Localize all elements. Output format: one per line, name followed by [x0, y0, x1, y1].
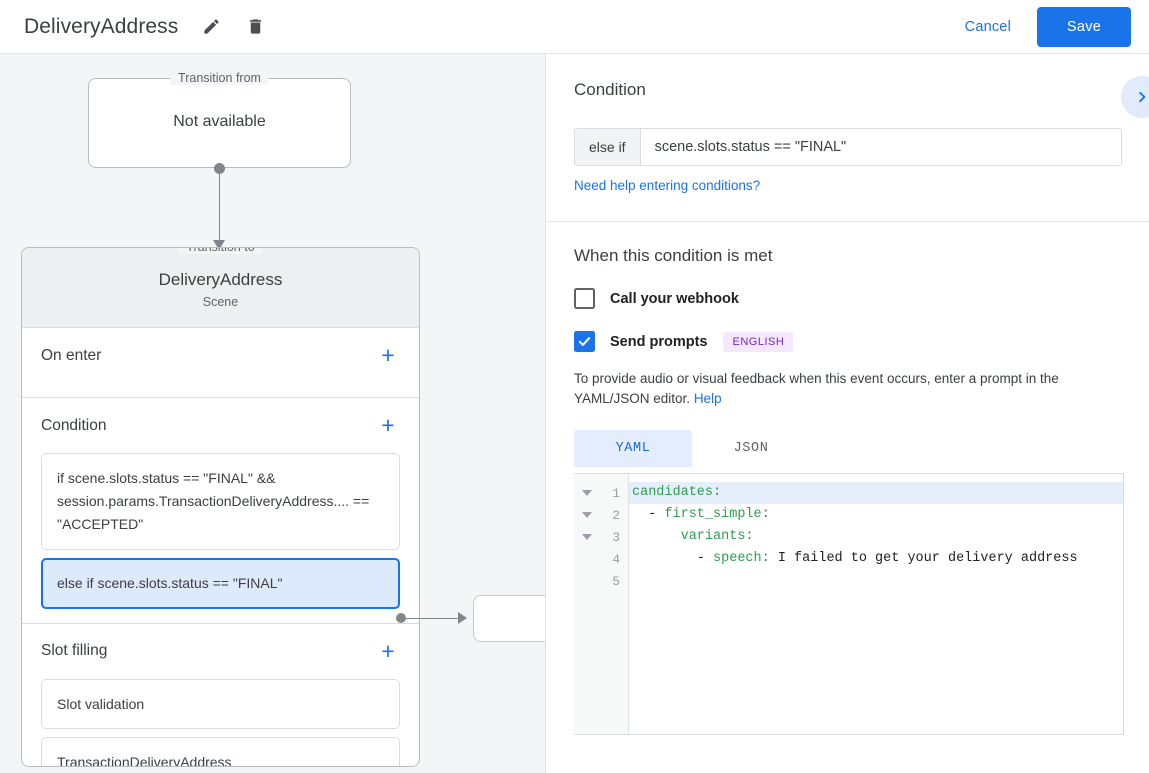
section-condition: Condition + if scene.slots.status == "FI… — [22, 398, 419, 624]
webhook-label: Call your webhook — [610, 290, 739, 307]
section-header: Slot filling + — [41, 624, 400, 679]
prompts-description-text: To provide audio or visual feedback when… — [574, 371, 1059, 406]
section-title-condition: Condition — [41, 416, 107, 434]
send-prompts-checkbox[interactable] — [574, 331, 595, 352]
selected-connector-dot — [396, 613, 406, 623]
slot-card-slot-validation[interactable]: Slot validation — [41, 678, 400, 730]
section-slot-filling: Slot filling + Slot validation Transacti… — [22, 624, 419, 766]
fold-arrow-icon[interactable] — [582, 490, 592, 497]
line-number: 3 — [612, 529, 620, 545]
gutter-line: 3 — [574, 526, 628, 548]
condition-prefix: else if — [575, 129, 641, 165]
editor-tabs: YAML JSON — [574, 430, 1122, 468]
gutter-line: 5 — [574, 570, 628, 592]
code-punctuation: : — [761, 551, 770, 567]
code-punctuation: : — [745, 529, 754, 545]
webhook-row[interactable]: Call your webhook — [574, 288, 1122, 309]
code-key: first_simple — [664, 507, 762, 523]
page-title: DeliveryAddress — [24, 14, 179, 38]
code-line[interactable]: candidates: — [629, 482, 1123, 505]
code-line[interactable]: variants: — [629, 526, 1123, 548]
when-met-heading: When this condition is met — [574, 246, 773, 265]
transition-to-legend: Transition to — [178, 248, 263, 254]
code-editor[interactable]: 1 2 3 4 5 candidates: - first_simple: varian… — [574, 473, 1124, 736]
connector-arrow — [213, 240, 225, 250]
condition-card-if[interactable]: if scene.slots.status == "FINAL" && sess… — [41, 453, 400, 551]
top-bar: DeliveryAddress Cancel Save — [0, 0, 1149, 54]
connector-line — [219, 168, 220, 247]
trash-icon[interactable] — [244, 16, 266, 38]
save-button[interactable]: Save — [1037, 6, 1131, 47]
code-key: speech — [713, 551, 762, 567]
gutter-line: 4 — [574, 548, 628, 570]
condition-block: Condition else if Need help entering con… — [547, 54, 1149, 222]
code-key: candidates — [632, 485, 714, 501]
selected-connector-arrow — [458, 612, 467, 624]
line-number: 2 — [612, 507, 620, 523]
cancel-button[interactable]: Cancel — [953, 11, 1023, 43]
scene-title: DeliveryAddress — [158, 270, 283, 289]
line-number: 4 — [612, 551, 620, 567]
transition-from-node[interactable]: Transition from Not available — [88, 71, 351, 168]
add-condition-button[interactable]: + — [376, 414, 400, 438]
fold-arrow-icon[interactable] — [582, 512, 592, 519]
webhook-checkbox[interactable] — [574, 288, 595, 309]
section-header: On enter + — [41, 328, 400, 383]
condition-heading: Condition — [574, 80, 646, 99]
transition-from-legend: Transition from — [170, 71, 269, 85]
code-punctuation: : — [713, 485, 722, 501]
tab-yaml[interactable]: YAML — [574, 430, 692, 468]
section-title-on-enter: On enter — [41, 346, 102, 364]
next-node-card[interactable] — [473, 595, 545, 642]
code-line[interactable] — [629, 570, 1123, 592]
section-header: Condition + — [41, 398, 400, 453]
line-number: 1 — [612, 485, 620, 501]
editor-code[interactable]: candidates: - first_simple: variants: - … — [629, 474, 1123, 734]
tab-json[interactable]: JSON — [692, 430, 810, 467]
scene-header: DeliveryAddress Scene — [22, 248, 419, 328]
code-line[interactable]: - speech: I failed to get your delivery … — [632, 551, 1078, 567]
code-value: I failed to get your delivery address — [769, 551, 1078, 567]
prompts-row[interactable]: Send prompts ENGLISH — [574, 331, 1122, 352]
chevron-right-icon[interactable] — [1121, 76, 1149, 118]
code-punctuation: : — [761, 507, 770, 523]
prompts-help-link[interactable]: Help — [693, 390, 722, 406]
add-on-enter-button[interactable]: + — [376, 344, 400, 368]
prompts-description: To provide audio or visual feedback when… — [574, 369, 1122, 408]
condition-help-link[interactable]: Need help entering conditions? — [574, 178, 761, 193]
language-badge: ENGLISH — [723, 331, 794, 352]
send-prompts-label: Send prompts — [610, 333, 708, 350]
transition-from-value: Not available — [173, 113, 266, 130]
line-number: 5 — [612, 573, 620, 589]
condition-input-row: else if — [574, 128, 1122, 166]
section-title-slot-filling: Slot filling — [41, 642, 108, 660]
selected-connector-line — [405, 617, 462, 619]
slot-card-transaction-delivery-address[interactable]: TransactionDeliveryAddress — [41, 737, 400, 766]
transition-to-node[interactable]: Transition to DeliveryAddress Scene On e… — [21, 247, 420, 767]
gutter-line: 1 — [574, 482, 628, 504]
add-slot-button[interactable]: + — [376, 639, 400, 663]
when-met-block: When this condition is met Call your web… — [547, 222, 1149, 736]
flow-canvas[interactable]: Transition from Not available Transition… — [0, 54, 546, 773]
condition-input[interactable] — [640, 129, 1121, 165]
code-line[interactable]: - first_simple: — [632, 507, 770, 523]
condition-card-else-if[interactable]: else if scene.slots.status == "FINAL" — [41, 558, 400, 609]
fold-arrow-icon[interactable] — [582, 534, 592, 541]
scene-subtitle: Scene — [202, 295, 239, 309]
section-on-enter: On enter + — [22, 328, 419, 398]
editor-gutter: 1 2 3 4 5 — [574, 474, 629, 735]
detail-panel: Condition else if Need help entering con… — [547, 54, 1149, 773]
pencil-icon[interactable] — [200, 16, 222, 38]
code-key: variants — [680, 529, 746, 545]
gutter-line: 2 — [574, 504, 628, 526]
